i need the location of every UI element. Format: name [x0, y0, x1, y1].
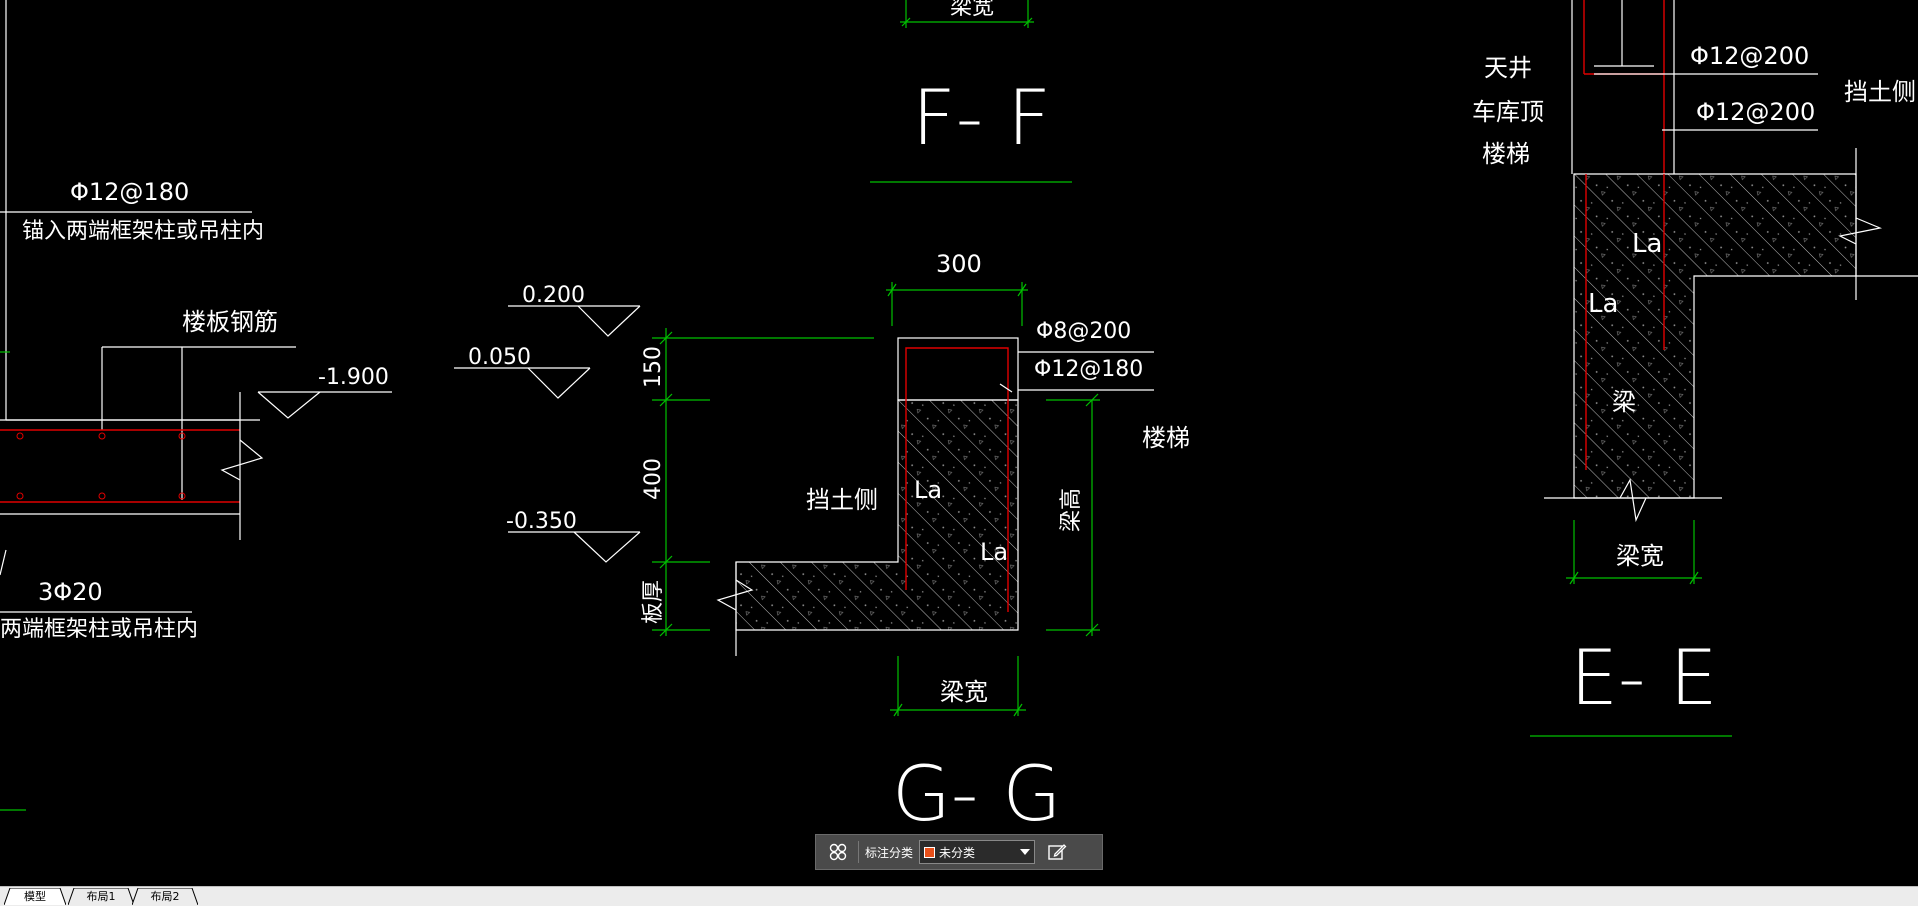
toolbar-divider [858, 841, 859, 863]
category-color-swatch [924, 846, 936, 858]
section-g: 0.200 0.050 -0.350 150 400 板厚 300 [454, 250, 1190, 838]
dim-300: 300 [936, 250, 982, 278]
rebar-label: Φ12@180 [70, 178, 189, 206]
e-la-2: La [1588, 289, 1618, 319]
side-label-2: 车库顶 [1472, 98, 1544, 126]
edit-icon[interactable] [1043, 838, 1071, 866]
tab-model-label: 模型 [24, 890, 46, 903]
side-label-3: 楼梯 [1482, 140, 1530, 168]
tab-model[interactable]: 模型 [4, 888, 66, 905]
anchor-label: 锚入两端框架柱或吊柱内 [22, 219, 264, 244]
f-top-label: 梁宽 [950, 0, 994, 20]
elev-n0350: -0.350 [506, 509, 577, 534]
section-e-title: E- E [1570, 633, 1718, 722]
tab-layout-2[interactable]: 布局2 [132, 888, 198, 905]
side-label-1: 天井 [1484, 54, 1532, 82]
dim-beam-width: 梁宽 [940, 678, 988, 706]
section-f-title: F- F [912, 73, 1051, 162]
dim-400: 400 [641, 458, 666, 500]
e-la-1: La [1632, 229, 1662, 259]
elevation-label: -1.900 [318, 365, 389, 390]
concrete-hatch [735, 399, 1019, 631]
e-beam-width: 梁宽 [1616, 542, 1664, 570]
category-selected-value: 未分类 [939, 845, 976, 860]
dim-slab: 板厚 [641, 580, 666, 624]
cad-drawing-canvas[interactable]: Φ12@180 锚入两端框架柱或吊柱内 楼板钢筋 -1.900 3Φ20 两端框… [0, 0, 1918, 886]
concrete-hatch-e [1573, 173, 1857, 499]
section-e: 天井 车库顶 楼梯 Φ12@200 Φ12@200 挡土侧 La La 梁 梁宽… [1472, 0, 1918, 737]
rebar-phi12: Φ12@180 [1034, 357, 1143, 382]
rebar-phi8: Φ8@200 [1036, 319, 1131, 344]
slab-rebar-label: 楼板钢筋 [182, 308, 278, 336]
stair-label: 楼梯 [1142, 424, 1190, 452]
tab-layout-1-label: 布局1 [86, 890, 116, 903]
e-rebar-1: Φ12@200 [1690, 42, 1809, 70]
dim-150: 150 [641, 346, 666, 388]
elev-0050: 0.050 [468, 345, 531, 370]
annotation-toolbar: 标注分类 未分类 [815, 834, 1103, 870]
e-rebar-2: Φ12@200 [1696, 98, 1815, 126]
annotation-category-select[interactable]: 未分类 [919, 840, 1036, 864]
layout-tab-bar: 模型 布局1 布局2 [0, 886, 1918, 906]
anchor-bottom-label: 两端框架柱或吊柱内 [0, 617, 198, 642]
e-beam-label: 梁 [1612, 388, 1636, 416]
tab-layout-2-label: 布局2 [150, 890, 180, 903]
drawing-svg: Φ12@180 锚入两端框架柱或吊柱内 楼板钢筋 -1.900 3Φ20 两端框… [0, 0, 1918, 838]
la-label-1: La [914, 476, 942, 504]
tab-layout-1[interactable]: 布局1 [68, 888, 134, 905]
rebar-bottom-label: 3Φ20 [38, 578, 103, 606]
chevron-down-icon [1020, 849, 1031, 855]
section-f: 梁宽 F- F [870, 0, 1072, 183]
grid-icon[interactable] [824, 838, 852, 866]
dim-beam-height: 梁高 [1059, 488, 1084, 532]
la-label-2: La [980, 538, 1008, 566]
soil-side-label: 挡土侧 [806, 486, 878, 514]
e-soil-side: 挡土侧 [1844, 78, 1916, 106]
annotation-category-label: 标注分类 [865, 845, 914, 860]
elev-0200: 0.200 [522, 283, 585, 308]
section-g-title: G- G [892, 749, 1061, 838]
section-left: Φ12@180 锚入两端框架柱或吊柱内 楼板钢筋 -1.900 3Φ20 两端框… [0, 0, 392, 811]
